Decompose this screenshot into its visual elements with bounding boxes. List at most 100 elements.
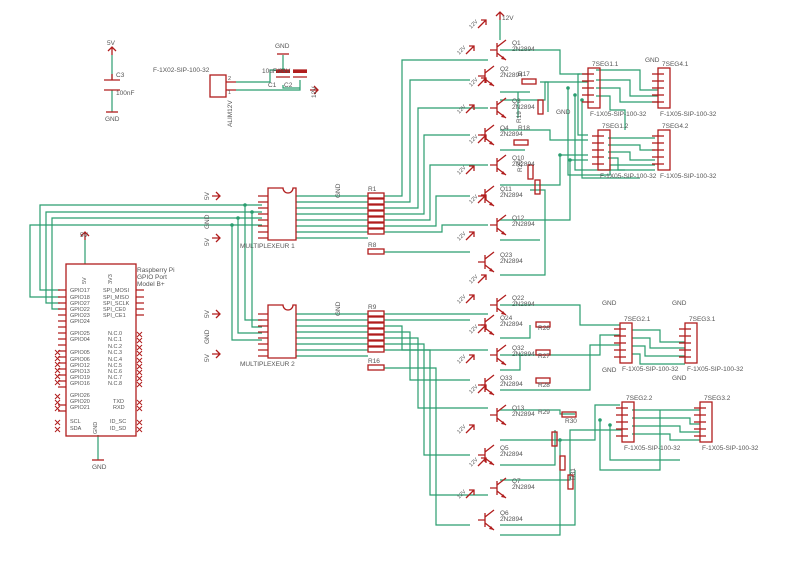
transistor-label: Q33 (500, 375, 513, 382)
supply-label: 12V (468, 19, 479, 30)
svg-text:3V3: 3V3 (108, 274, 114, 284)
svg-text:ID_SC: ID_SC (110, 419, 126, 425)
svg-text:N.C.5: N.C.5 (108, 363, 122, 369)
svg-text:GND: GND (602, 300, 617, 307)
svg-text:Model B+: Model B+ (137, 281, 165, 288)
svg-text:GPIO21: GPIO21 (70, 405, 90, 411)
supply-label: 12V (456, 489, 467, 500)
supply-label: 12V (456, 424, 467, 435)
transistor-label: Q5 (500, 445, 509, 452)
transistor-type: 2N2894 (500, 516, 523, 523)
svg-text:GND: GND (335, 301, 342, 316)
svg-text:GND: GND (645, 57, 660, 64)
multiplexer-2: MULTIPLEXEUR 2 5V 5V GND GND (204, 301, 342, 368)
svg-text:R27: R27 (538, 353, 550, 360)
svg-text:C3: C3 (116, 72, 125, 79)
display-footprint: F-1X05-SIP-100-32 (590, 111, 647, 118)
svg-text:R8: R8 (368, 242, 377, 249)
display-footprint: F-1X05-SIP-100-32 (687, 366, 744, 373)
transistor-type: 2N2894 (500, 381, 523, 388)
svg-text:GPIO06: GPIO06 (70, 357, 90, 363)
svg-text:12V: 12V (502, 15, 514, 22)
svg-text:TXD: TXD (113, 399, 124, 405)
svg-text:SPI_MISO: SPI_MISO (103, 295, 130, 301)
collector-resistors: R17 R19 R18 R20 R26 R27 R28 R29 R30 R31 (513, 71, 577, 490)
wire-net (29, 20, 700, 536)
svg-text:5V: 5V (204, 353, 211, 362)
svg-text:GPIO22: GPIO22 (70, 307, 90, 313)
svg-text:GND: GND (275, 43, 290, 50)
display-label: 7SEG4.1 (662, 61, 689, 68)
transistor-type: 2N2894 (512, 484, 535, 491)
svg-text:C1: C1 (268, 82, 277, 89)
transistor-label: Q23 (500, 252, 513, 259)
transistor-type: 2N2894 (500, 451, 523, 458)
svg-text:R1: R1 (368, 186, 377, 193)
transistor-label: Q7 (512, 478, 521, 485)
transistor-label: Q12 (512, 215, 525, 222)
svg-text:GND: GND (672, 375, 687, 382)
svg-text:N.C.7: N.C.7 (108, 375, 122, 381)
supply-label: 12V (468, 194, 479, 205)
svg-text:5V: 5V (204, 237, 211, 246)
transistor-type: 2N2894 (512, 221, 535, 228)
supply-label: 12V (468, 384, 479, 395)
svg-text:5V: 5V (82, 277, 88, 284)
svg-text:10uF/24V: 10uF/24V (262, 68, 291, 75)
transistor-label: Q13 (512, 405, 525, 412)
svg-text:R28: R28 (538, 382, 550, 389)
svg-text:100nF: 100nF (116, 90, 134, 97)
display-label: 7SEG2.1 (624, 316, 651, 323)
svg-text:SPI_CE0: SPI_CE0 (103, 307, 126, 313)
svg-text:RXD: RXD (113, 405, 125, 411)
transistor-label: Q3 (512, 98, 521, 105)
display-headers: 7SEG1.1F-1X05-SIP-100-32 7SEG4.1F-1X05-SI… (582, 61, 759, 452)
svg-text:GND: GND (602, 367, 617, 374)
svg-text:1: 1 (228, 90, 231, 96)
svg-text:5V: 5V (80, 232, 89, 239)
supply-label: 12V (456, 354, 467, 365)
svg-text:ID_SD: ID_SD (110, 426, 126, 432)
supply-label: 12V (468, 77, 479, 88)
svg-text:SCL: SCL (70, 419, 81, 425)
svg-text:R17: R17 (518, 71, 530, 78)
svg-text:N.C.4: N.C.4 (108, 357, 122, 363)
svg-text:GPIO26: GPIO26 (70, 393, 90, 399)
svg-text:Raspberry Pi: Raspberry Pi (137, 267, 175, 274)
supply-label: 12V (468, 274, 479, 285)
display-7seg4-2: 7SEG4.2F-1X05-SIP-100-32 (652, 123, 717, 180)
transistor-type: 2N2894 (500, 72, 523, 79)
svg-text:SDA: SDA (70, 426, 82, 432)
display-footprint: F-1X05-SIP-100-32 (702, 445, 759, 452)
multiplexer-1: MULTIPLEXEUR 1 5V 5V GND GND (204, 183, 342, 250)
display-footprint: F-1X05-SIP-100-32 (600, 173, 657, 180)
junctions (230, 68, 612, 442)
svg-text:GND: GND (92, 464, 107, 471)
svg-text:F-1X02-SIP-100-32: F-1X02-SIP-100-32 (153, 67, 210, 74)
svg-text:GPIO25: GPIO25 (70, 331, 90, 337)
display-label: 7SEG2.2 (626, 395, 653, 402)
svg-text:5V: 5V (107, 40, 116, 47)
display-gnd-labels: GND GND GND GND GND GND (556, 57, 687, 382)
resistor-array-2: R9 R16 (367, 304, 385, 371)
supply-label: 12V (456, 45, 467, 56)
supply-label: 12V (468, 457, 479, 468)
display-label: 7SEG1.2 (602, 123, 629, 130)
svg-text:ALIM12V: ALIM12V (227, 100, 234, 127)
svg-text:R9: R9 (368, 304, 377, 311)
power-connector: 2 1 F-1X02-SIP-100-32 ALIM12V (153, 67, 236, 127)
transistor-type: 2N2894 (512, 411, 535, 418)
raspberry-pi-header: 5V Raspberry Pi GPIO Port Model B+ 5V 3V… (54, 231, 175, 471)
display-label: 7SEG3.2 (704, 395, 731, 402)
supply-label: 12V (468, 324, 479, 335)
transistor-label: Q24 (500, 315, 513, 322)
transistor-type: 2N2894 (500, 258, 523, 265)
v12-supply-top: 12V (495, 11, 514, 22)
display-label: 7SEG1.1 (592, 61, 619, 68)
